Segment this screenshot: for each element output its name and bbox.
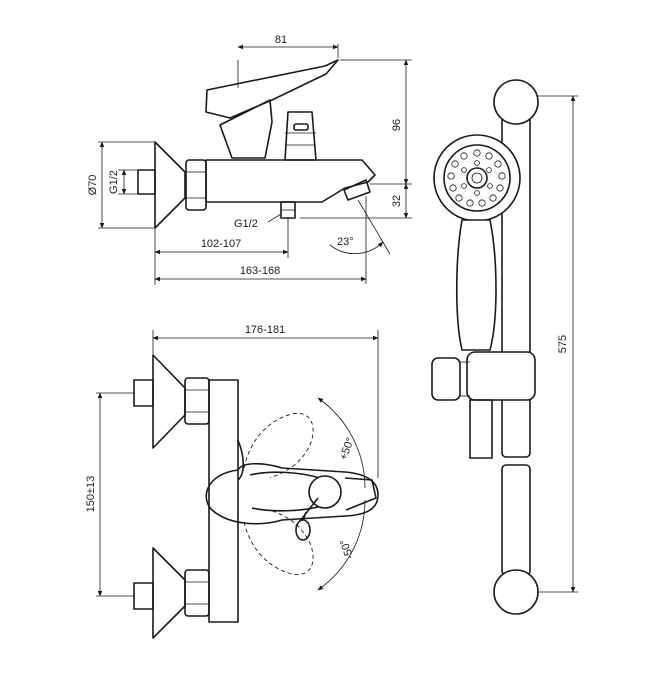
front-view: +50° -50° 176-181 150±13 — [85, 324, 379, 639]
dim-angle-down: -50° — [338, 537, 356, 560]
side-view: 81 96 32 Ø70 G1/2 G1/2 23° 102-107 16 — [87, 34, 412, 285]
dim-rail-length: 575 — [557, 335, 569, 353]
dim-diameter: Ø70 — [87, 175, 99, 196]
dim-depth-spout: 102-107 — [201, 238, 241, 250]
dim-thread-wall: G1/2 — [108, 170, 120, 194]
dim-centers: 150±13 — [85, 476, 97, 513]
dim-height: 96 — [391, 119, 403, 131]
dim-thread-outlet: G1/2 — [234, 218, 258, 230]
dim-handle-width: 81 — [275, 34, 287, 46]
dim-angle: 23° — [337, 236, 354, 248]
shower-set: 575 — [431, 79, 578, 615]
dim-angle-up: +50° — [338, 436, 357, 462]
dim-spout-height: 32 — [391, 195, 403, 207]
dim-front-width: 176-181 — [245, 324, 285, 336]
shower-nozzles — [447, 149, 506, 207]
dim-depth-total: 163-168 — [240, 265, 280, 277]
